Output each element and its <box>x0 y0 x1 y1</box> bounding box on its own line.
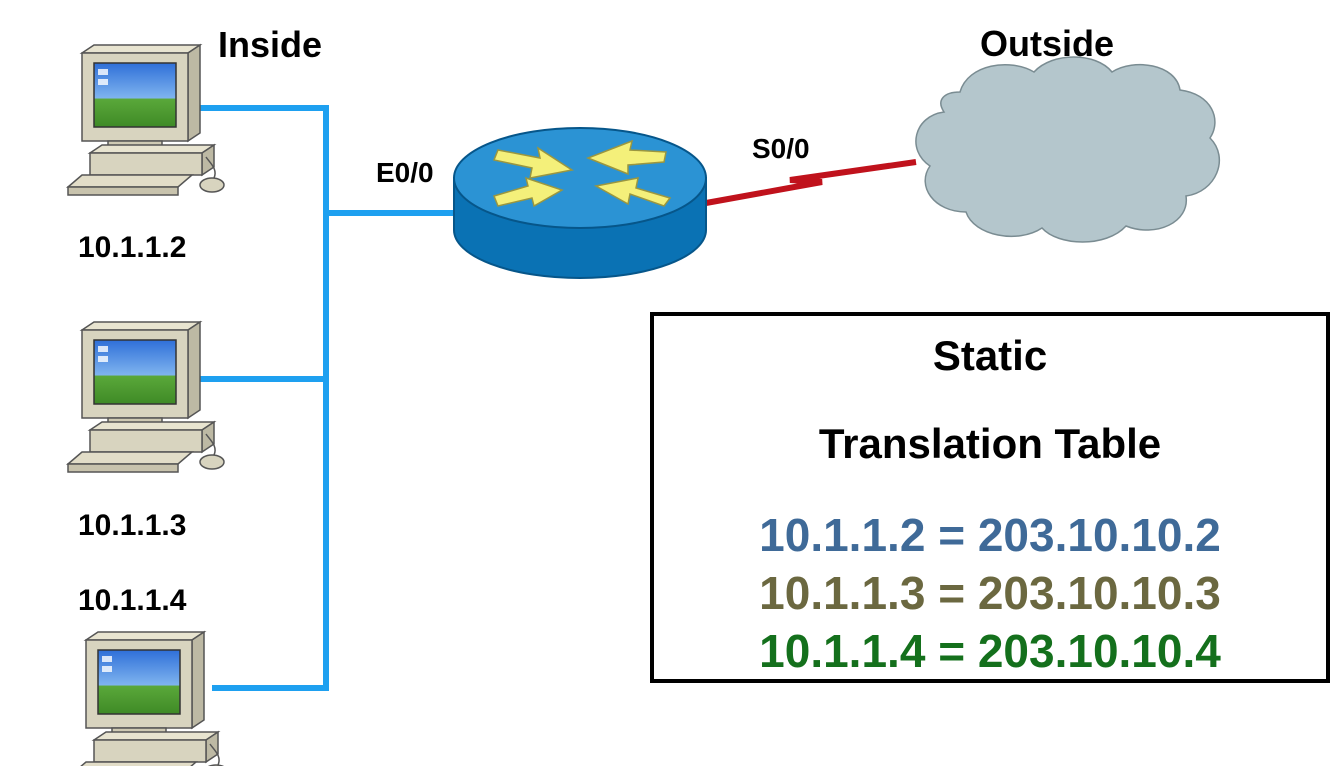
table-title: Static <box>932 332 1048 379</box>
mapping-row: 10.1.1.3 = 203.10.10.3 <box>759 567 1221 619</box>
pc-icon <box>71 631 229 766</box>
host-ip-label: 10.1.1.4 <box>78 584 187 617</box>
mapping-row: 10.1.1.4 = 203.10.10.4 <box>759 625 1221 677</box>
host-ip-label: 10.1.1.3 <box>78 509 186 542</box>
pc-icon <box>67 321 225 473</box>
router-icon <box>453 127 707 279</box>
pc-icon <box>67 44 225 196</box>
mapping-row: 10.1.1.2 = 203.10.10.2 <box>759 509 1221 561</box>
inside-label: Inside <box>218 24 322 65</box>
lan-links <box>200 105 458 691</box>
outside-label: Outside <box>980 23 1114 64</box>
cloud-icon <box>915 56 1221 243</box>
router-outside-port-label: S0/0 <box>752 133 810 164</box>
table-subtitle: Translation Table <box>818 420 1162 467</box>
translation-table: Static Translation Table 10.1.1.2 = 203.… <box>650 312 1330 683</box>
host-ip-label: 10.1.1.2 <box>78 231 186 264</box>
serial-link-icon <box>705 159 917 206</box>
router-inside-port-label: E0/0 <box>376 157 434 188</box>
